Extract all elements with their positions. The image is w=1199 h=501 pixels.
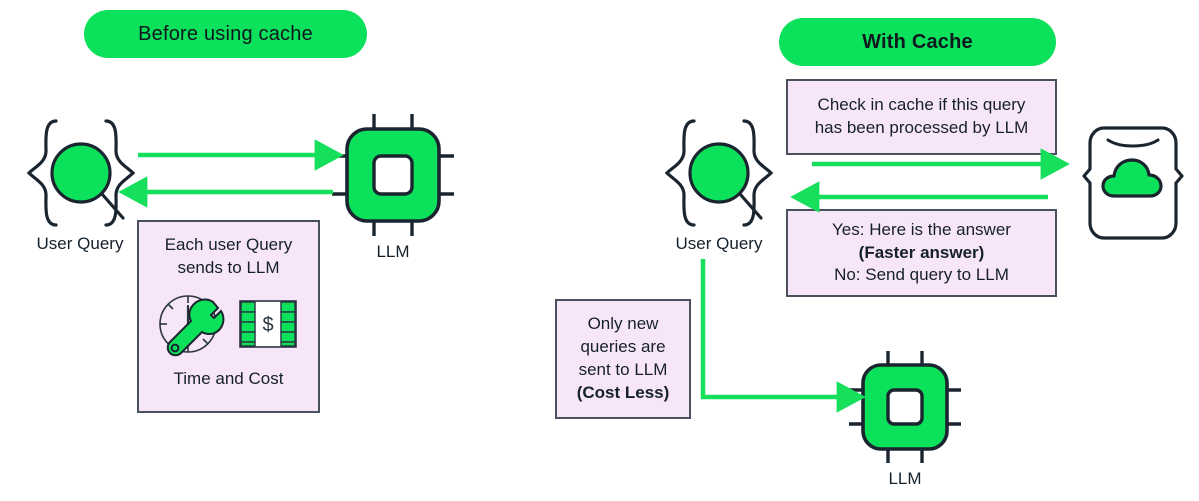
- llm-chip-icon-right: [849, 351, 961, 463]
- cache-cloud-icon: [1082, 124, 1184, 242]
- right-note-cost-line-3: sent to LLM: [578, 360, 668, 379]
- right-note-answer-line-1: Yes: Here is the answer: [832, 219, 1011, 239]
- right-panel-header-label: With Cache: [862, 30, 973, 53]
- money-bill-icon: $: [239, 300, 297, 348]
- left-note-box: Each user Query sends to LLM: [137, 220, 320, 413]
- left-note-line-2: sends to LLM: [177, 257, 280, 277]
- llm-label-left: LLM: [376, 242, 410, 261]
- left-note-line-1: Each user Query: [164, 235, 293, 254]
- right-note-answer-line-3: No: Send query to LLM: [834, 265, 1009, 285]
- clock-wrench-icon: [157, 292, 227, 360]
- right-note-check-line-1: Check in cache if this query: [817, 95, 1026, 115]
- left-note-footer: Time and Cost: [173, 368, 284, 388]
- right-note-cost-box: Only new queries are sent to LLM (Cost L…: [555, 299, 691, 419]
- user-query-icon-right: [660, 118, 778, 228]
- right-note-cost-line-1: Only new: [587, 314, 659, 334]
- left-panel-header-label: Before using cache: [138, 22, 313, 45]
- right-note-cost-line-4: (Cost Less): [576, 382, 670, 402]
- right-note-answer-box: Yes: Here is the answer (Faster answer) …: [786, 209, 1057, 297]
- left-panel-header-pill: Before using cache: [84, 10, 367, 58]
- svg-text:$: $: [262, 314, 273, 336]
- right-note-check-box: Check in cache if this query has been pr…: [786, 79, 1057, 155]
- right-panel-header-pill: With Cache: [779, 18, 1056, 66]
- right-note-cost-line-2: queries are: [580, 337, 666, 357]
- right-note-check-line-2: has been processed by LLM: [814, 118, 1029, 137]
- user-query-label-right: User Query: [675, 234, 763, 253]
- user-query-label-left: User Query: [36, 234, 124, 253]
- right-note-answer-line-2: (Faster answer): [858, 242, 985, 262]
- user-query-icon-left: [22, 118, 140, 228]
- llm-chip-icon-left: [332, 114, 454, 236]
- llm-label-right: LLM: [888, 469, 922, 488]
